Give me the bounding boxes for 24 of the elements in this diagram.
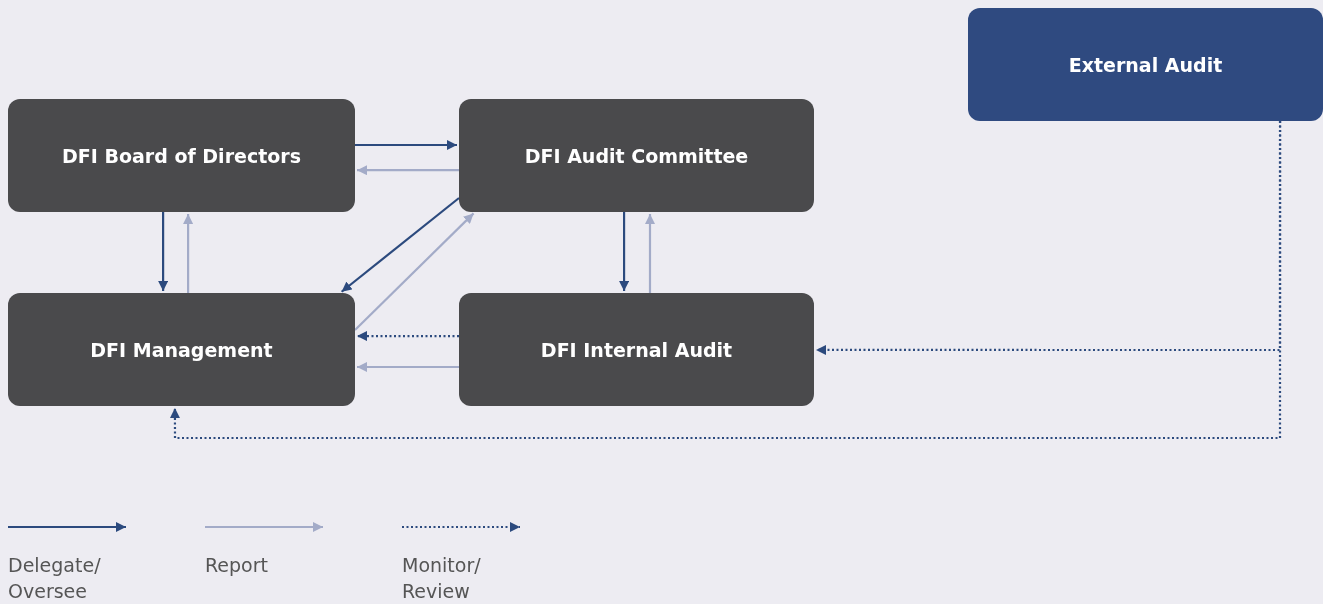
process-box	[8, 99, 355, 212]
legend-label: Monitor/ Review	[402, 553, 482, 604]
box-label: DFI Management	[90, 338, 273, 361]
arrow	[357, 165, 459, 176]
box-label: External Audit	[1068, 53, 1223, 76]
box-label: DFI Board of Directors	[62, 144, 301, 167]
process-box	[8, 293, 355, 406]
arrow	[619, 212, 630, 291]
legend-label: Report	[205, 553, 269, 578]
arrow	[357, 331, 459, 342]
process-box	[459, 99, 814, 212]
arrow	[340, 197, 460, 293]
arrow	[183, 214, 194, 293]
legend-label: Delegate/ Oversee	[8, 553, 102, 604]
box-label: DFI Audit Committee	[524, 144, 749, 167]
arrow	[357, 362, 459, 372]
arrow	[355, 140, 457, 150]
arrow	[354, 212, 475, 331]
arrow	[645, 214, 655, 293]
process-box	[459, 293, 814, 406]
arrow	[169, 121, 1282, 440]
process-box	[968, 8, 1323, 121]
box-label: DFI Internal Audit	[540, 338, 733, 361]
arrow	[158, 212, 169, 291]
